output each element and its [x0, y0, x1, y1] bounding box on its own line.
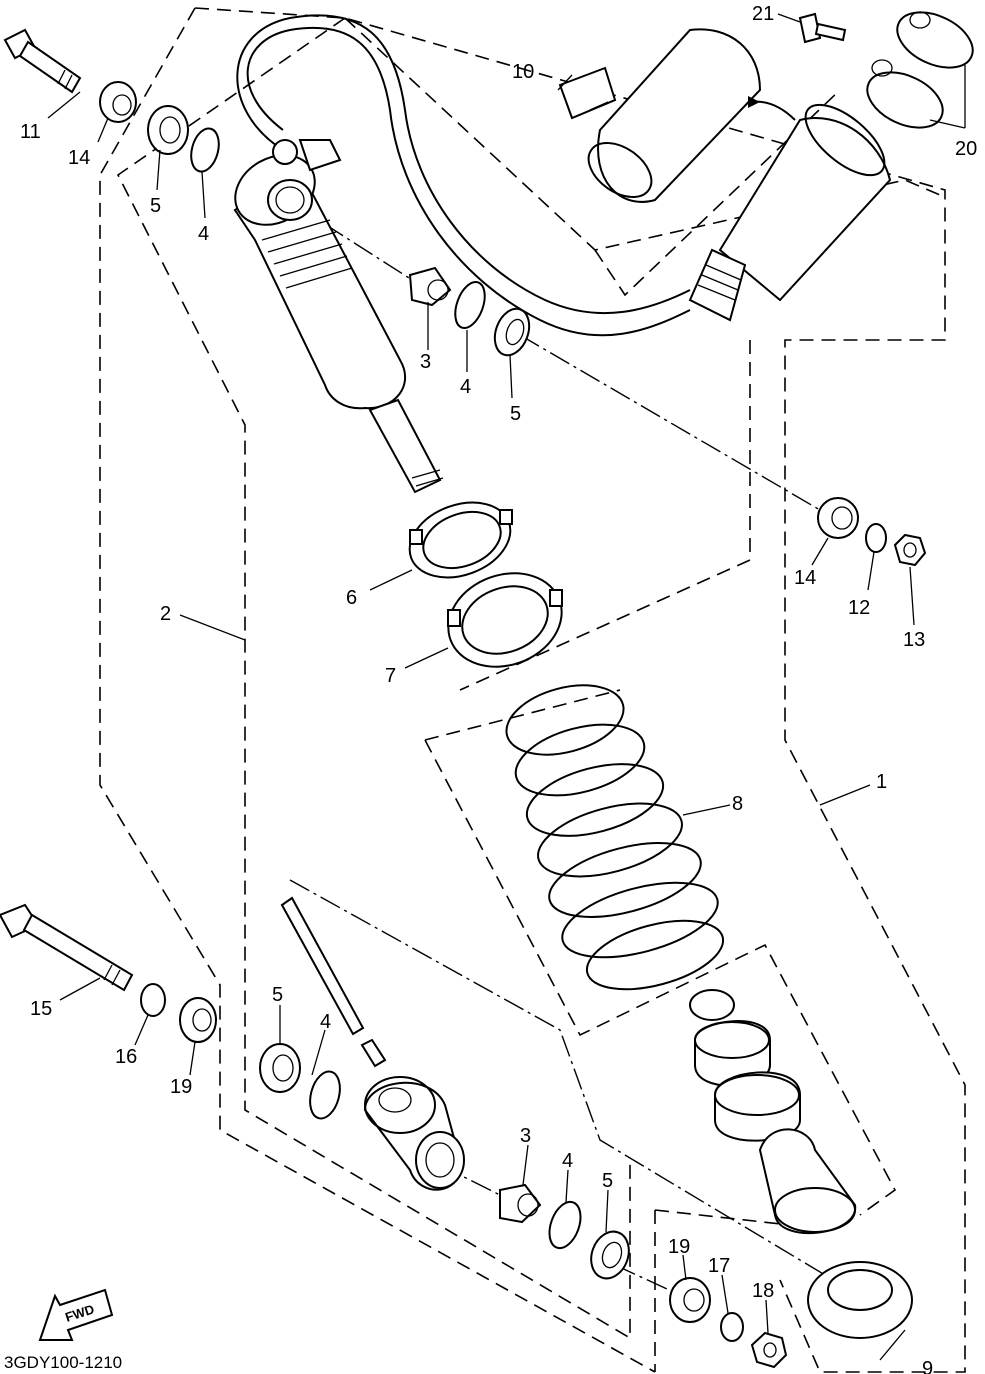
- reservoir-hose: [236, 14, 691, 337]
- push-rod: [280, 896, 387, 1068]
- circlip-part-4-upper-left: [190, 127, 220, 173]
- callout-8: 8: [732, 793, 743, 815]
- lower-clevis: [363, 1076, 465, 1191]
- diagram-code: 3GDY100-1210: [4, 1353, 122, 1372]
- bolt-part-21: [798, 12, 847, 44]
- spring-part-8: [505, 684, 725, 991]
- reservoir-bands-part-20: [866, 11, 974, 129]
- callout-10: 10: [512, 61, 534, 83]
- washer-part-17: [720, 1312, 744, 1342]
- collar-part-19-left: [179, 997, 217, 1043]
- callout-3-lower: 3: [520, 1125, 531, 1147]
- callout-15: 15: [30, 998, 52, 1020]
- bearing-part-5-upper-right: [493, 307, 531, 357]
- piston-rod: [368, 398, 444, 494]
- bearing-part-5-lower-right: [590, 1230, 630, 1280]
- collar-part-3-lower: [499, 1183, 542, 1224]
- callout-14-upper: 14: [68, 147, 90, 169]
- callouts: 1 2 3 4 5 5 4 14 11 6 7 8 9 10 14 12 13 …: [20, 3, 977, 1374]
- circlip-part-4-lower-left: [309, 1070, 341, 1120]
- locknut-part-6: [408, 501, 513, 579]
- washer-part-12: [865, 523, 887, 553]
- reservoir-bladder: [587, 28, 762, 203]
- callout-4-lower-right: 4: [562, 1150, 573, 1172]
- callout-1: 1: [876, 771, 887, 793]
- circlip-part-4-lower-right: [548, 1200, 582, 1250]
- spring-seat-part-9: [807, 1261, 913, 1339]
- spring-guide-stack: [689, 989, 857, 1235]
- bearing-part-5-upper-left: [147, 105, 189, 155]
- callout-4-upper: 4: [460, 376, 471, 398]
- leader-lines: [47, 13, 966, 1361]
- callout-2: 2: [160, 603, 171, 625]
- circlip-part-4-upper: [454, 281, 486, 329]
- callout-20: 20: [955, 138, 977, 160]
- callout-4-upper-left: 4: [198, 223, 209, 245]
- callout-19-left: 19: [170, 1076, 192, 1098]
- collar-part-3-upper: [408, 266, 452, 307]
- callout-5-lower-right: 5: [602, 1170, 613, 1192]
- callout-16: 16: [115, 1046, 137, 1068]
- callout-3-upper: 3: [420, 351, 431, 373]
- washer-part-16: [140, 983, 166, 1017]
- callout-14-right: 14: [794, 567, 816, 589]
- callout-5-upper-left: 5: [150, 195, 161, 217]
- reservoir-tank: [688, 103, 892, 322]
- callout-11: 11: [20, 121, 41, 143]
- direction-arrow: [748, 96, 796, 121]
- callout-13: 13: [903, 629, 925, 651]
- callout-4-lower-left: 4: [320, 1011, 331, 1033]
- nut-part-13: [893, 533, 927, 567]
- callout-9: 9: [922, 1358, 933, 1374]
- callout-21: 21: [752, 3, 774, 25]
- callout-17: 17: [708, 1255, 730, 1277]
- callout-5-lower-left: 5: [272, 984, 283, 1006]
- nut-part-18: [750, 1331, 788, 1369]
- shock-body: [233, 139, 406, 410]
- callout-5-upper: 5: [510, 403, 521, 425]
- forward-arrow-icon: FWD: [38, 1288, 114, 1341]
- callout-6: 6: [346, 587, 357, 609]
- bolt-part-15: [0, 903, 134, 992]
- adjuster-ring-part-7: [447, 572, 563, 668]
- collar-part-19-right: [669, 1277, 711, 1323]
- bearing-part-5-lower-left: [259, 1043, 301, 1093]
- callout-19-right: 19: [668, 1236, 690, 1258]
- callout-18: 18: [752, 1280, 774, 1302]
- shock-body-ribs: [261, 219, 353, 289]
- collar-part-14-upper: [99, 81, 137, 123]
- collar-part-14-right: [817, 497, 859, 539]
- bolt-part-11: [3, 28, 82, 94]
- callout-12: 12: [848, 597, 870, 619]
- reservoir-cap-part-10: [558, 66, 617, 120]
- callout-7: 7: [385, 665, 396, 687]
